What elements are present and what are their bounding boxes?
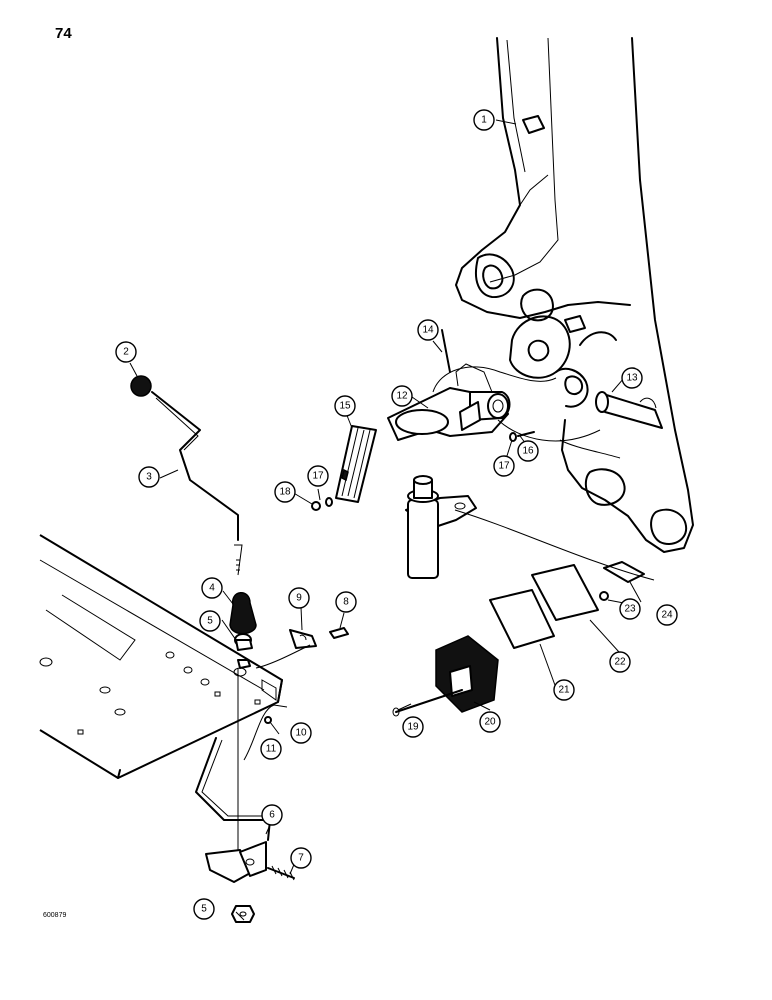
callout-label: 9 <box>296 593 302 604</box>
small-bracket-drawing <box>289 627 349 649</box>
spring-drawing <box>231 865 295 923</box>
callout-17-left: 17 <box>307 465 329 487</box>
pin-drawing <box>595 391 663 429</box>
spindle-drawing <box>405 475 477 579</box>
figure-code: 600879 <box>43 912 67 919</box>
callout-label: 14 <box>422 325 434 336</box>
callout-label: 5 <box>201 904 207 915</box>
callout-8: 8 <box>335 591 357 613</box>
callout-13: 13 <box>621 367 643 389</box>
callout-label: 21 <box>558 685 570 696</box>
callout-12: 12 <box>391 385 413 407</box>
callout-5-lower: 5 <box>193 898 215 920</box>
callout-7: 7 <box>290 847 312 869</box>
callout-18: 18 <box>274 481 296 503</box>
callout-label: 15 <box>339 401 351 412</box>
callout-label: 7 <box>298 853 304 864</box>
callout-label: 8 <box>343 597 349 608</box>
callout-label: 6 <box>269 810 275 821</box>
leader-lines <box>129 119 655 921</box>
callout-20: 20 <box>479 711 501 733</box>
callout-1: 1 <box>473 109 495 131</box>
callout-label: 4 <box>209 583 215 594</box>
callout-16: 16 <box>517 440 539 462</box>
callout-19: 19 <box>402 716 424 738</box>
callout-4: 4 <box>201 577 223 599</box>
floor-plate-drawing <box>39 534 283 779</box>
callout-17-right: 17 <box>493 455 515 477</box>
pad-assembly-drawing <box>392 561 645 717</box>
callout-11: 11 <box>260 738 282 760</box>
callout-label: 12 <box>396 391 408 402</box>
upper-lever-drawing <box>130 375 243 576</box>
rubber-boot-drawing <box>229 592 257 647</box>
callout-label: 24 <box>661 610 673 621</box>
callout-label: 22 <box>614 657 626 668</box>
callout-label: 19 <box>407 722 419 733</box>
page-number: 74 <box>55 25 72 42</box>
callout-label: 13 <box>626 373 638 384</box>
callout-10: 10 <box>290 722 312 744</box>
callout-label: 20 <box>484 717 496 728</box>
callout-2: 2 <box>115 341 137 363</box>
callout-label: 23 <box>624 604 636 615</box>
callout-label: 18 <box>279 487 291 498</box>
callout-label: 1 <box>481 115 487 126</box>
callout-label: 10 <box>295 728 307 739</box>
callout-21: 21 <box>553 679 575 701</box>
callout-3: 3 <box>138 466 160 488</box>
pivot-bracket-drawing <box>387 363 511 441</box>
callout-label: 17 <box>498 461 510 472</box>
callout-24: 24 <box>656 604 678 626</box>
callout-label: 11 <box>266 744 277 755</box>
callout-label: 5 <box>207 616 213 627</box>
callout-14: 14 <box>417 319 439 341</box>
callout-label: 3 <box>146 472 152 483</box>
callout-6: 6 <box>261 804 283 826</box>
callout-label: 17 <box>312 471 324 482</box>
lower-lever-drawing <box>195 737 271 883</box>
callout-5-upper: 5 <box>199 610 221 632</box>
callout-label: 2 <box>123 347 129 358</box>
callout-22: 22 <box>609 651 631 673</box>
small-fasteners-drawing <box>235 329 535 724</box>
strip-drawing <box>335 425 377 503</box>
callout-23: 23 <box>619 598 641 620</box>
callout-15: 15 <box>334 395 356 417</box>
callout-9: 9 <box>288 587 310 609</box>
callout-label: 16 <box>522 446 534 457</box>
boom-arm-drawing <box>455 37 694 553</box>
